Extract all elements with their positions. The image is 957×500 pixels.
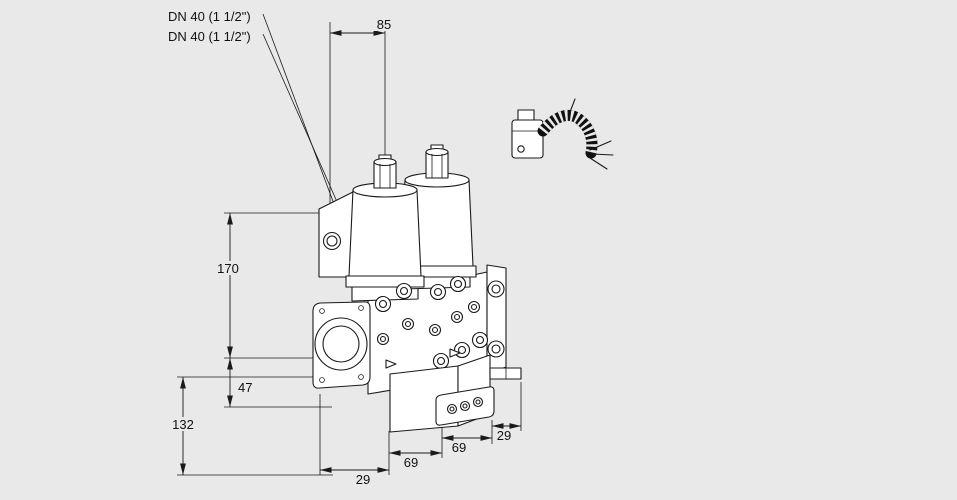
dim-label-170: 170: [217, 261, 239, 276]
solenoid-valve-drawing: [312, 144, 522, 433]
connection-cable: [537, 98, 614, 170]
outlet-flange: [486, 264, 507, 375]
flow-direction-arrows: [385, 348, 461, 369]
bottom-cover-plate: [435, 386, 495, 426]
dim-label-132: 132: [172, 417, 194, 432]
annotation-labels: DN 40 (1 1/2") DN 40 (1 1/2") 85 170 47 …: [164, 9, 511, 487]
dim-label-29-bottom: 29: [356, 472, 370, 487]
dn-label-2: DN 40 (1 1/2"): [168, 29, 251, 44]
plug-body: [511, 109, 544, 159]
body-bolts: [374, 275, 489, 370]
dn-leader-lines: [262, 13, 350, 230]
dim-label-29-right: 29: [497, 428, 511, 443]
cable-plug-accessory: [511, 98, 614, 170]
solenoid-coil-left: [345, 154, 425, 288]
dim-label-47: 47: [238, 380, 252, 395]
extension-lines: [177, 22, 522, 476]
dim-label-85: 85: [377, 17, 391, 32]
dim-label-69-left: 69: [404, 455, 418, 470]
inlet-flange: [312, 301, 371, 389]
dn-label-1: DN 40 (1 1/2"): [168, 9, 251, 24]
dim-label-69-right: 69: [452, 440, 466, 455]
